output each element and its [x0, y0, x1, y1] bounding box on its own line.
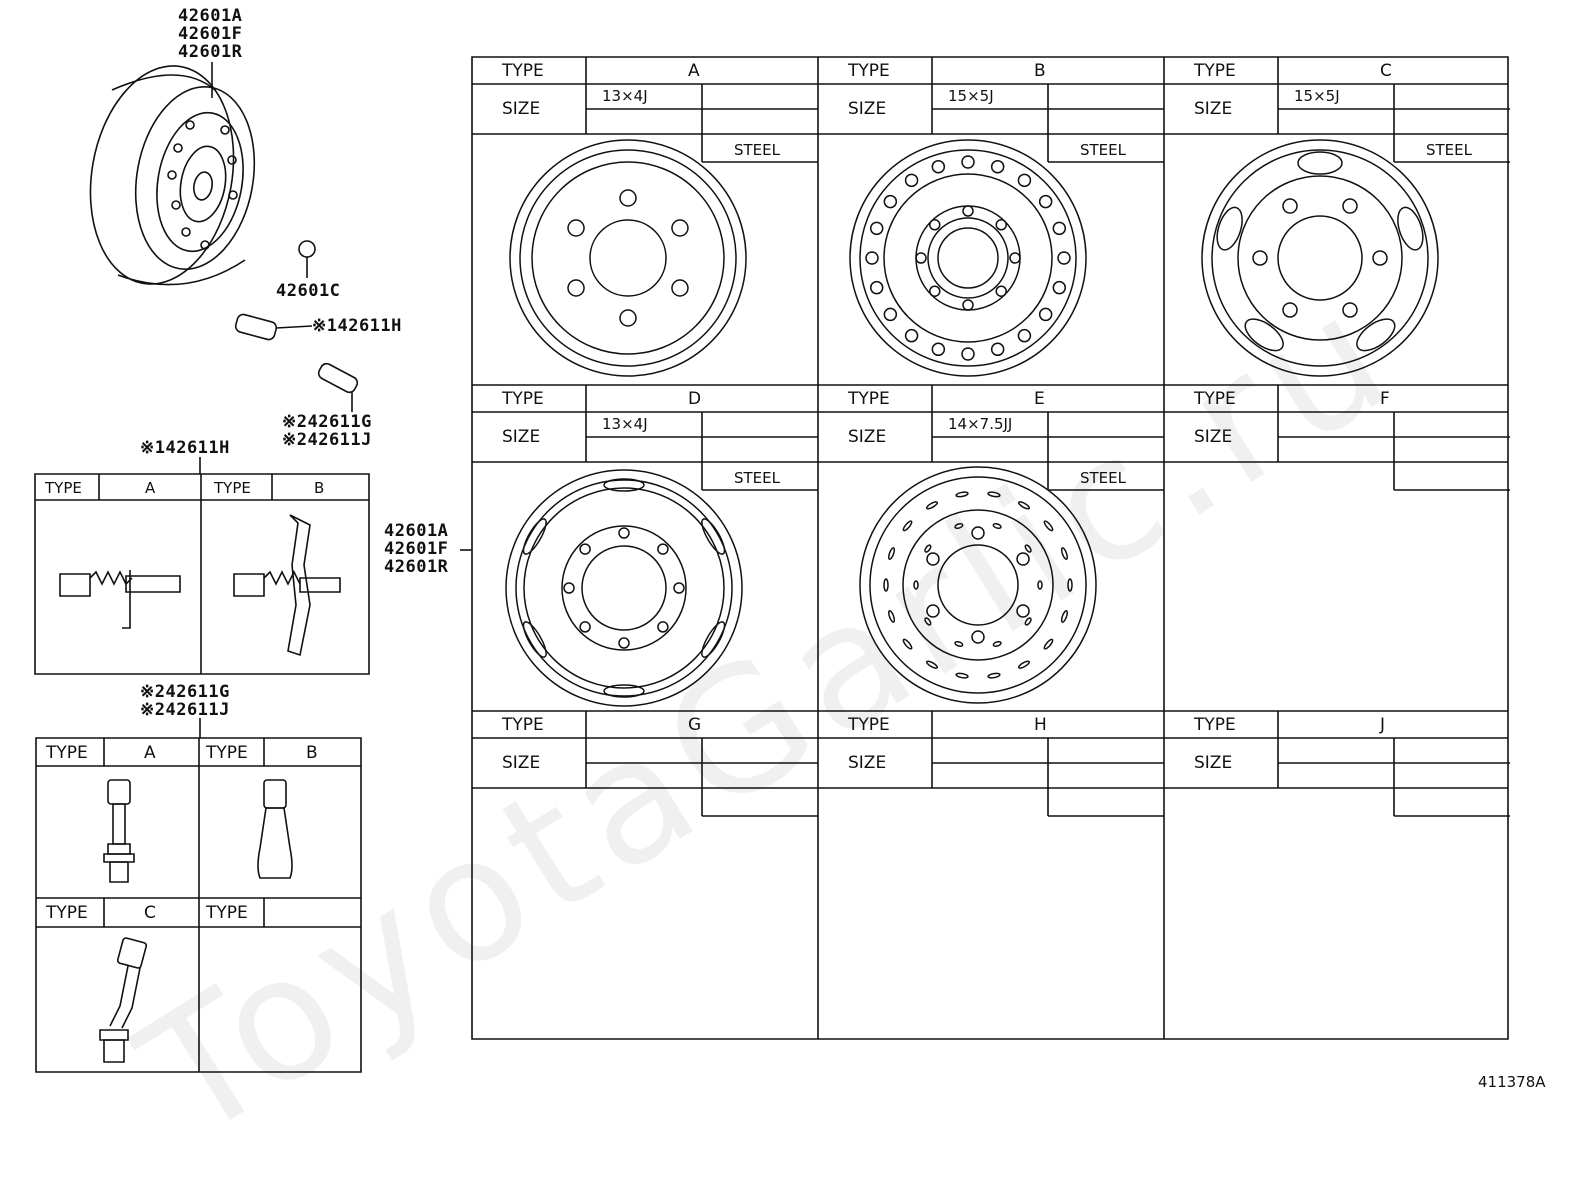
type-letter-f: F [1380, 389, 1390, 409]
size-header-d: SIZE [502, 427, 541, 447]
wheel-partno-3: 42601R [178, 42, 243, 62]
size-header-h: SIZE [848, 753, 887, 773]
size-header-b: SIZE [848, 99, 887, 119]
sensor-box-title: ※142611H [140, 438, 230, 458]
wheel-partno-1: 42601A [178, 6, 243, 26]
size-header-c: SIZE [1194, 99, 1233, 119]
type-header-h: TYPE [848, 715, 890, 735]
wheel-side-partno-1: 42601A [384, 521, 449, 541]
wheel-partno-2: 42601F [178, 24, 243, 44]
size-value-c: 15×5J [1294, 87, 1340, 105]
valve-box-title-1: ※242611G [140, 682, 230, 702]
size-value-d: 13×4J [602, 415, 648, 433]
type-header-g: TYPE [502, 715, 544, 735]
valve-type-c-icon [100, 937, 147, 1062]
type-letter-j: J [1380, 715, 1386, 735]
valve-type-header-c: TYPE [46, 903, 88, 923]
valve-type-a-icon [104, 780, 134, 882]
valve-type-header-a: TYPE [46, 743, 88, 763]
wheel-side-partno-2: 42601F [384, 539, 449, 559]
type-header-e: TYPE [848, 389, 890, 409]
cap-partno: 42601C [276, 281, 341, 301]
material-e: STEEL [1080, 469, 1126, 487]
wheel-icon [89, 65, 256, 286]
valve-type-header-d: TYPE [206, 903, 248, 923]
left-drawing [0, 0, 470, 1099]
type-letter-b: B [1034, 61, 1046, 81]
size-value-e: 14×7.5JJ [948, 415, 1013, 433]
diagram-id: 411378A [1478, 1073, 1546, 1091]
type-letter-c: C [1380, 61, 1392, 81]
type-letter-e: E [1034, 389, 1045, 409]
sensor-icon [234, 313, 312, 341]
type-header-d: TYPE [502, 389, 544, 409]
valve-type-b: B [306, 743, 318, 763]
type-header-f: TYPE [1194, 389, 1236, 409]
valve-type-c: C [144, 903, 156, 923]
valve-partno-1: ※242611G [282, 412, 372, 432]
size-header-e: SIZE [848, 427, 887, 447]
sensor-type-header-a: TYPE [45, 479, 82, 497]
type-letter-h: H [1034, 715, 1047, 735]
sensor-type-b: B [314, 479, 325, 497]
size-header-f: SIZE [1194, 427, 1233, 447]
material-a: STEEL [734, 141, 780, 159]
type-letter-a: A [688, 61, 700, 81]
sensor-partno: ※142611H [312, 316, 402, 336]
sensor-type-a-icon [60, 570, 180, 629]
valve-partno-2: ※242611J [282, 430, 372, 450]
size-header-g: SIZE [502, 753, 541, 773]
type-header-c: TYPE [1194, 61, 1236, 81]
type-header-j: TYPE [1194, 715, 1236, 735]
material-d: STEEL [734, 469, 780, 487]
sensor-type-a: A [145, 479, 156, 497]
size-value-b: 15×5J [948, 87, 994, 105]
size-header-a: SIZE [502, 99, 541, 119]
type-header-a: TYPE [502, 61, 544, 81]
valve-type-a: A [144, 743, 156, 763]
material-b: STEEL [1080, 141, 1126, 159]
valve-type-header-b: TYPE [206, 743, 248, 763]
wheel-type-grid [0, 0, 1592, 1099]
valve-type-b-icon [257, 780, 293, 879]
valve-icon [317, 362, 360, 412]
size-header-j: SIZE [1194, 753, 1233, 773]
type-letter-g: G [688, 715, 702, 735]
wheel-side-partno-3: 42601R [384, 557, 449, 577]
size-value-a: 13×4J [602, 87, 648, 105]
type-header-b: TYPE [848, 61, 890, 81]
material-c: STEEL [1426, 141, 1472, 159]
valve-box-title-2: ※242611J [140, 700, 230, 720]
type-letter-d: D [688, 389, 702, 409]
sensor-type-b-icon [234, 514, 340, 657]
sensor-type-header-b: TYPE [214, 479, 251, 497]
